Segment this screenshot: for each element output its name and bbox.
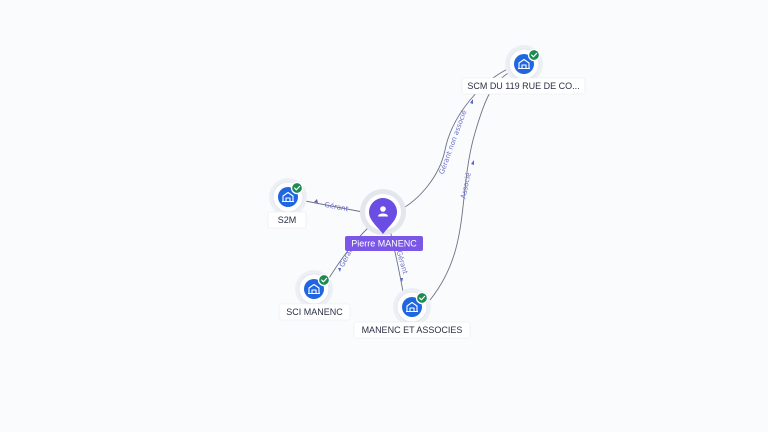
svg-text:S2M: S2M [278,215,297,225]
node-sci[interactable] [295,270,333,308]
node-label-s2m[interactable]: S2M [267,211,307,229]
check-badge-icon [527,48,541,62]
svg-text:SCI MANENC: SCI MANENC [286,307,343,317]
edge-associe [429,69,515,301]
arrow-associe [471,160,474,165]
arrow-gerant-manenc [400,278,403,282]
arrow-gerant-s2m [314,199,318,203]
graph-edges: Gérant non associé Gérant Gérant Gérant … [299,66,515,301]
arrow-gerant-sci [338,268,341,272]
building-icon [518,58,530,70]
edge-gerant-s2m [299,199,369,214]
user-icon [378,206,388,217]
building-icon [282,191,294,203]
building-icon [406,301,418,313]
check-badge-icon [317,273,331,287]
edge-label-gerant-non-associe: Gérant non associé [438,109,469,175]
edge-gerant-sci [325,225,371,284]
node-person[interactable] [360,189,406,235]
node-s2m[interactable] [269,178,307,216]
node-label-person[interactable]: Pierre MANENC [345,236,423,251]
arrow-gerant-non-associe [470,99,473,104]
node-manenc[interactable] [393,288,431,326]
svg-text:SCM DU 119 RUE DE CO...: SCM DU 119 RUE DE CO... [467,81,579,91]
node-label-manenc[interactable]: MANENC ET ASSOCIES [353,321,471,339]
svg-text:Pierre MANENC: Pierre MANENC [351,239,417,249]
building-icon [308,283,320,295]
node-label-sci[interactable]: SCI MANENC [278,303,351,321]
svg-text:MANENC ET ASSOCIES: MANENC ET ASSOCIES [362,325,463,335]
edge-label-gerant-s2m: Gérant [324,201,349,213]
edge-label-associe: Associé [459,172,472,200]
node-scm[interactable] [505,45,543,83]
check-badge-icon [290,181,304,195]
node-label-scm[interactable]: SCM DU 119 RUE DE CO... [461,77,586,95]
check-badge-icon [415,291,429,305]
